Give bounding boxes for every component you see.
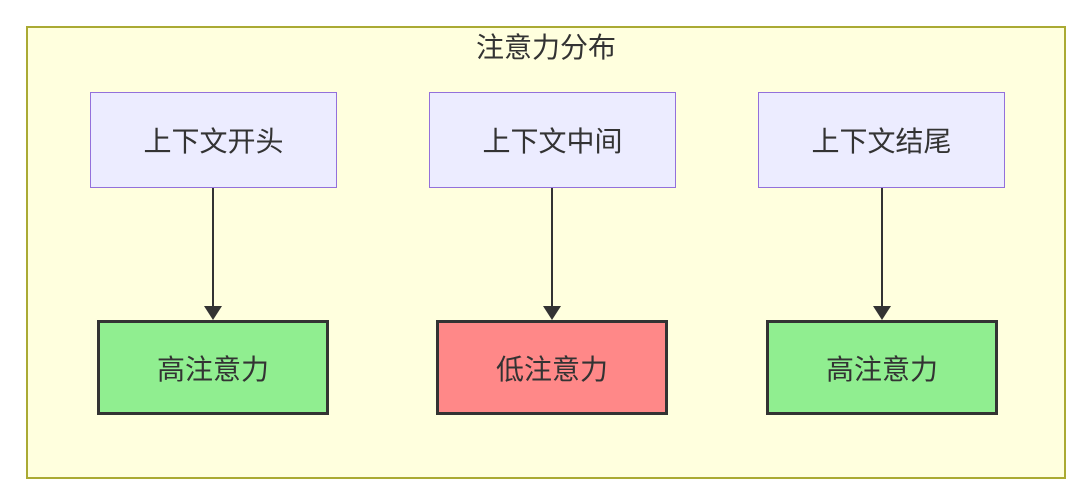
- node-context-middle-label: 上下文中间: [482, 126, 623, 157]
- node-context-end-label: 上下文结尾: [811, 126, 952, 157]
- diagram-title: 注意力分布: [475, 32, 616, 63]
- node-low-attention-middle: 低注意力: [436, 320, 668, 415]
- arrow-shaft: [881, 188, 883, 308]
- node-high-attention-left-label: 高注意力: [156, 353, 269, 385]
- arrow-down-icon: [204, 306, 222, 320]
- node-high-attention-left: 高注意力: [97, 320, 329, 415]
- node-high-attention-right-label: 高注意力: [825, 353, 938, 385]
- node-context-end: 上下文结尾: [758, 92, 1005, 188]
- node-context-beginning: 上下文开头: [90, 92, 337, 188]
- node-low-attention-middle-label: 低注意力: [495, 353, 608, 385]
- arrow-down-icon: [873, 306, 891, 320]
- node-high-attention-right: 高注意力: [766, 320, 998, 415]
- arrow-down-icon: [543, 306, 561, 320]
- arrow-shaft: [551, 188, 553, 308]
- node-context-beginning-label: 上下文开头: [143, 126, 284, 157]
- arrow-shaft: [212, 188, 214, 308]
- node-context-middle: 上下文中间: [429, 92, 676, 188]
